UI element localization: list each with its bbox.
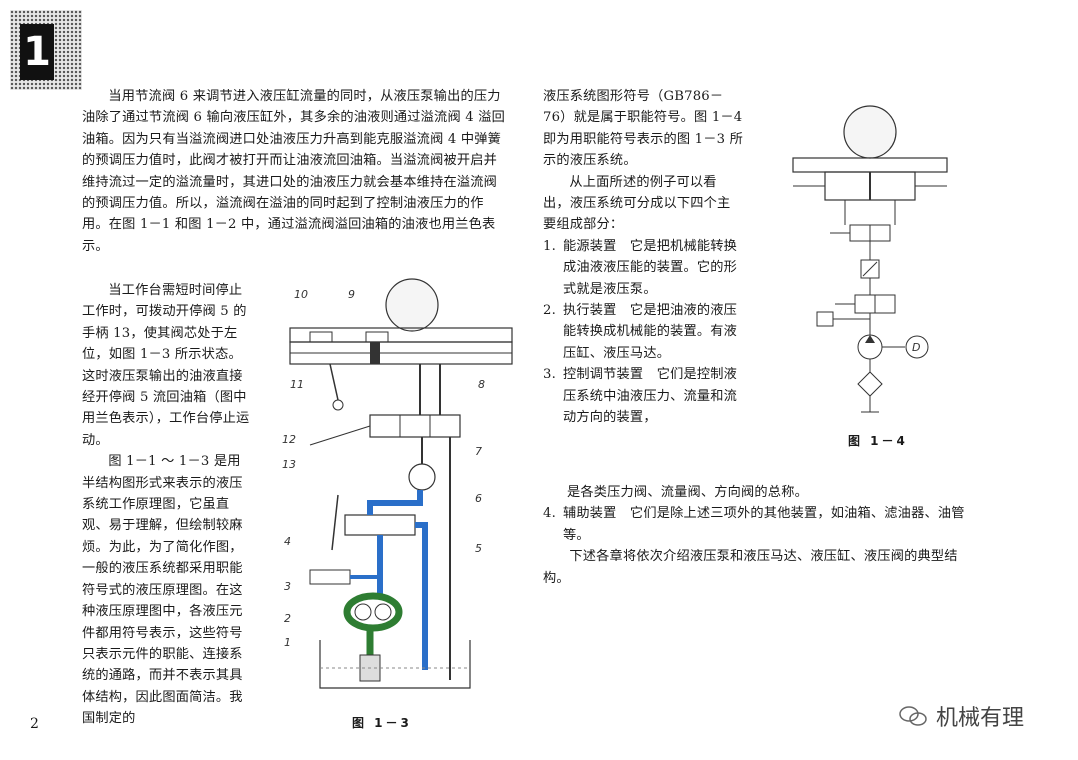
workpiece-circle bbox=[385, 278, 439, 332]
figure-1-3-caption: 图 1－3 bbox=[352, 716, 412, 730]
relief-valve-4 bbox=[309, 569, 351, 585]
chapter-marker: 1 bbox=[10, 10, 82, 90]
paragraph: 从上面所述的例子可以看出，液压系统可分成以下四个主要组成部分： bbox=[543, 174, 731, 233]
fig-label: 11 bbox=[290, 378, 304, 391]
filter-symbol bbox=[857, 371, 883, 397]
figure-1-3-diagram: 10 9 11 8 12 7 13 6 4 5 3 2 1 bbox=[282, 278, 513, 689]
fig-label: 5 bbox=[475, 542, 482, 555]
reversing-valve-12 bbox=[369, 414, 461, 438]
stop-valve-5 bbox=[344, 514, 416, 536]
blue-oil-path bbox=[367, 490, 423, 515]
worktable bbox=[792, 157, 948, 173]
fig-label: 6 bbox=[475, 492, 482, 505]
left-top-text: 当用节流阀 6 来调节进入液压缸流量的同时，从液压泵输出的压力油除了通过节流阀 … bbox=[82, 86, 510, 257]
list-item: 1.能源装置 它是把机械能转换成油液液压能的装置。它的形式就是液压泵。 bbox=[543, 238, 738, 297]
lever-11 bbox=[329, 363, 339, 401]
fig-label: 13 bbox=[282, 458, 296, 471]
handle-13 bbox=[331, 494, 339, 551]
tank-1 bbox=[319, 640, 471, 689]
chapter-number: 1 bbox=[20, 24, 54, 80]
piston bbox=[370, 342, 380, 364]
figure-1-4-diagram: D bbox=[792, 105, 948, 413]
watermark: 机械有理 bbox=[898, 700, 1024, 732]
fig-label: 4 bbox=[284, 535, 291, 548]
list-item-continuation: 是各类压力阀、流量阀、方向阀的总称。 bbox=[567, 485, 808, 500]
fig-label: 1 bbox=[284, 636, 291, 649]
motor-label: D bbox=[912, 341, 920, 354]
middle-column-text: 液压系统图形符号（GB786－76）就是属于职能符号。图 1－4 即为用职能符号… bbox=[543, 86, 743, 429]
middle-wide-text: 是各类压力阀、流量阀、方向阀的总称。 4.辅助装置 它们是除上述三项外的其他装置… bbox=[543, 482, 973, 589]
fig-label: 12 bbox=[282, 433, 296, 446]
throttle-valve-6 bbox=[408, 463, 436, 491]
motor-symbol bbox=[905, 335, 929, 359]
fig-label: 7 bbox=[475, 445, 482, 458]
wechat-icon bbox=[899, 706, 927, 726]
list-item: 3.控制调节装置 它们是控制液压系统中油液压力、流量和流动方向的装置， bbox=[543, 367, 738, 426]
paragraph: 图 1－1 ～ 1－3 是用半结构图形式来表示的液压系统工作原理图，它虽直观、易… bbox=[82, 454, 243, 727]
fig-label: 8 bbox=[478, 378, 485, 391]
worktable bbox=[289, 327, 513, 343]
fig-label: 9 bbox=[348, 288, 355, 301]
page-number: 2 bbox=[30, 716, 39, 732]
left-narrow-text: 当工作台需短时间停止工作时，可拨动开停阀 5 的手柄 13，使其阀芯处于左位，如… bbox=[82, 280, 252, 730]
paragraph: 当工作台需短时间停止工作时，可拨动开停阀 5 的手柄 13，使其阀芯处于左位，如… bbox=[82, 283, 250, 448]
list-item: 2.执行装置 它是把油液的液压能转换成机械能的装置。有液压缸、液压马达。 bbox=[543, 303, 738, 361]
figure-1-4-caption: 图 1－4 bbox=[848, 434, 908, 448]
fig-label: 10 bbox=[294, 288, 308, 301]
stop-block-10 bbox=[309, 331, 333, 343]
paragraph: 液压系统图形符号（GB786－76）就是属于职能符号。图 1－4 即为用职能符号… bbox=[543, 89, 744, 169]
fig-label: 3 bbox=[284, 580, 291, 593]
list-item: 4.辅助装置 它们是除上述三项外的其他装置，如油箱、滤油器、油管等。 bbox=[543, 506, 965, 543]
workpiece-circle bbox=[843, 105, 897, 159]
paragraph: 当用节流阀 6 来调节进入液压缸流量的同时，从液压泵输出的压力油除了通过节流阀 … bbox=[82, 89, 505, 254]
watermark-text: 机械有理 bbox=[936, 706, 1025, 731]
stop-block-9 bbox=[365, 331, 389, 343]
paragraph: 下述各章将依次介绍液压泵和液压马达、液压缸、液压阀的典型结构。 bbox=[543, 549, 958, 586]
relief-valve-symbol bbox=[816, 311, 834, 327]
fig-label: 2 bbox=[284, 612, 291, 625]
